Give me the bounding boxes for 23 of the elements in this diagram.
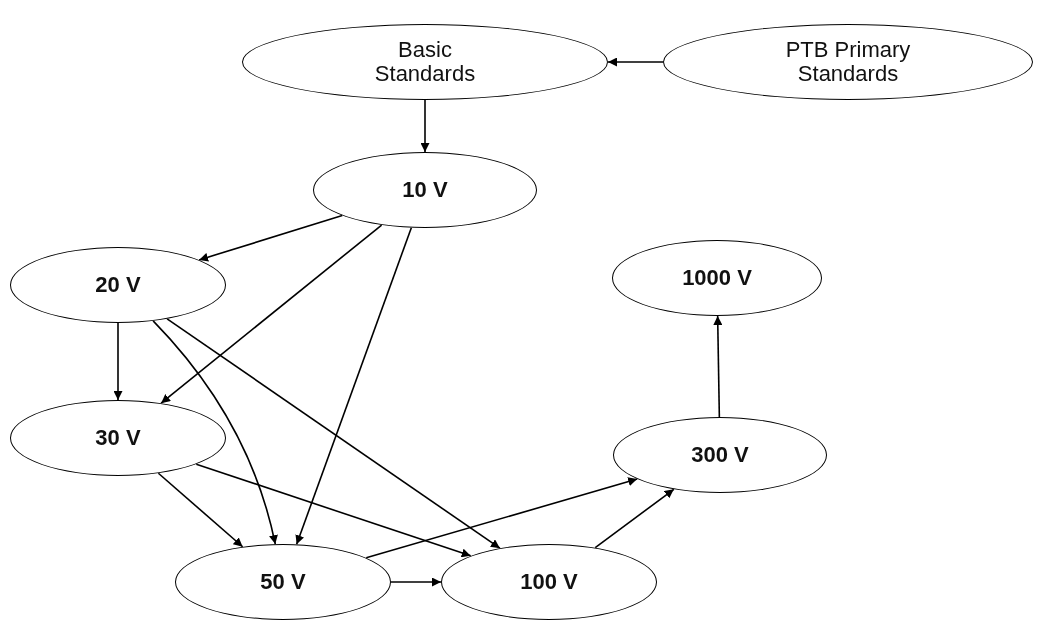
arrow <box>152 320 278 545</box>
arrow <box>295 226 413 546</box>
arrow <box>594 488 675 549</box>
arrow <box>166 318 501 549</box>
arrow <box>113 322 123 401</box>
arrow <box>365 477 638 559</box>
arrow <box>160 224 383 404</box>
node-label: 300 V <box>691 443 749 467</box>
node-label: 30 V <box>95 426 141 450</box>
arrow <box>420 99 430 153</box>
arrow <box>390 577 442 587</box>
node-label: 100 V <box>520 570 578 594</box>
node-label: 50 V <box>260 570 306 594</box>
arrow <box>607 57 664 67</box>
node-label: 1000 V <box>682 266 752 290</box>
arrow <box>195 463 472 558</box>
arrow <box>198 214 344 262</box>
node-label: 20 V <box>95 273 141 297</box>
node-label: Basic Standards <box>373 38 477 86</box>
arrow <box>157 472 244 548</box>
node-label: PTB Primary Standards <box>784 38 912 86</box>
node-label: 10 V <box>402 178 448 202</box>
arrow <box>713 315 723 418</box>
